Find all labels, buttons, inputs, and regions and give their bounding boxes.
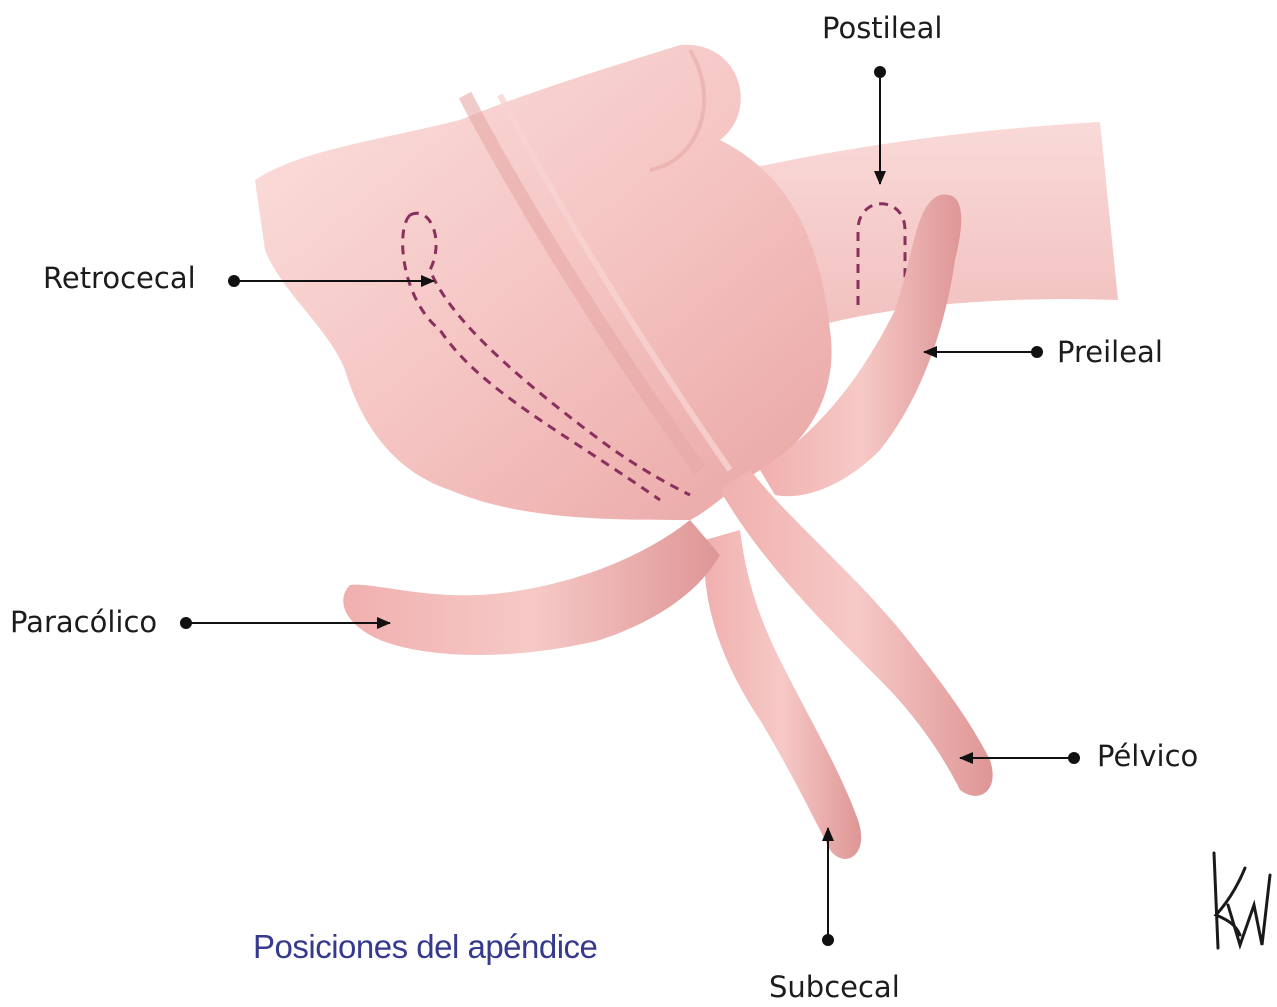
cecum — [255, 45, 832, 520]
paracolic-appendix — [343, 520, 720, 655]
figure-caption: Posiciones del apéndice — [253, 930, 597, 963]
label-preileal: Preileal — [1057, 338, 1163, 367]
label-retrocecal: Retrocecal — [43, 264, 196, 293]
artist-signature — [1214, 853, 1270, 948]
label-postileal: Postileal — [822, 14, 942, 43]
label-paracolico: Paracólico — [10, 608, 157, 637]
label-subcecal: Subcecal — [769, 973, 900, 1002]
label-pelvico: Pélvico — [1097, 742, 1198, 771]
